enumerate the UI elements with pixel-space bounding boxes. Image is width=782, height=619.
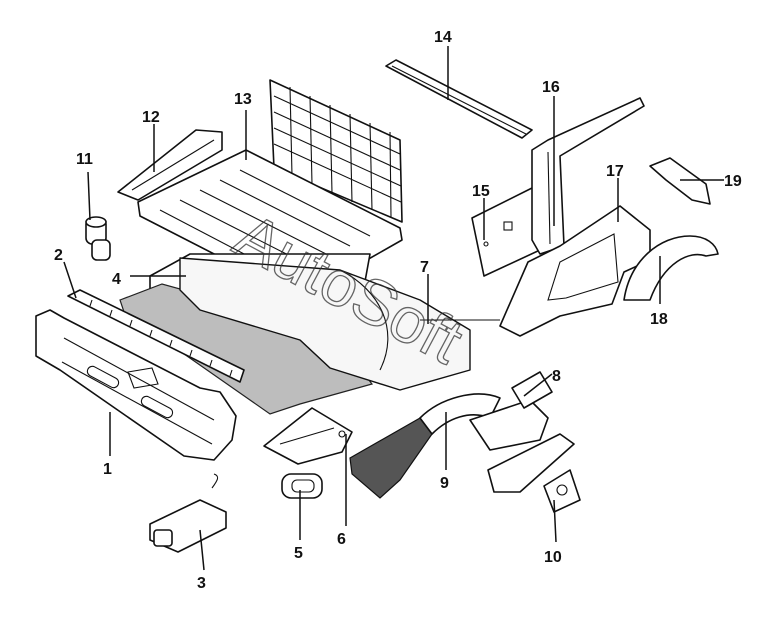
callout-5: 5 [294,545,303,562]
part-rear-panel [35,309,237,461]
part-floor-pan [179,257,471,391]
leader-lines [63,46,724,571]
callout-3: 3 [197,575,206,592]
part-corner-bracket [649,157,711,205]
callout-11: 11 [76,151,93,168]
callout-7: 7 [420,259,429,276]
part-jack [149,473,227,553]
callout-10: 10 [544,549,562,566]
callout-1: 1 [103,461,112,478]
callout-13: 13 [234,91,252,108]
callout-2: 2 [54,247,63,264]
callout-12: 12 [142,109,160,126]
part-mount-plate [543,469,581,513]
part-cross-member [67,289,245,383]
part-side-trim [117,129,223,201]
callout-19: 19 [724,173,742,190]
callout-4: 4 [112,271,121,288]
callout-6: 6 [337,531,346,548]
callout-15: 15 [472,183,490,200]
part-hook-clip [281,473,323,499]
callout-14: 14 [434,29,452,46]
callout-labels: 1 2 3 4 5 6 7 8 9 10 11 12 13 14 15 16 1… [54,29,742,592]
callout-8: 8 [552,368,561,385]
part-longitudinal-member [349,393,575,499]
callout-17: 17 [606,163,624,180]
part-filler-neck [85,216,111,261]
part-bracket-plate [263,407,353,465]
callout-9: 9 [440,475,449,492]
part-roof-rail [385,59,533,139]
part-c-pillar [531,97,645,255]
callout-18: 18 [650,311,668,328]
part-wheel-arch [623,235,719,301]
callout-16: 16 [542,79,560,96]
